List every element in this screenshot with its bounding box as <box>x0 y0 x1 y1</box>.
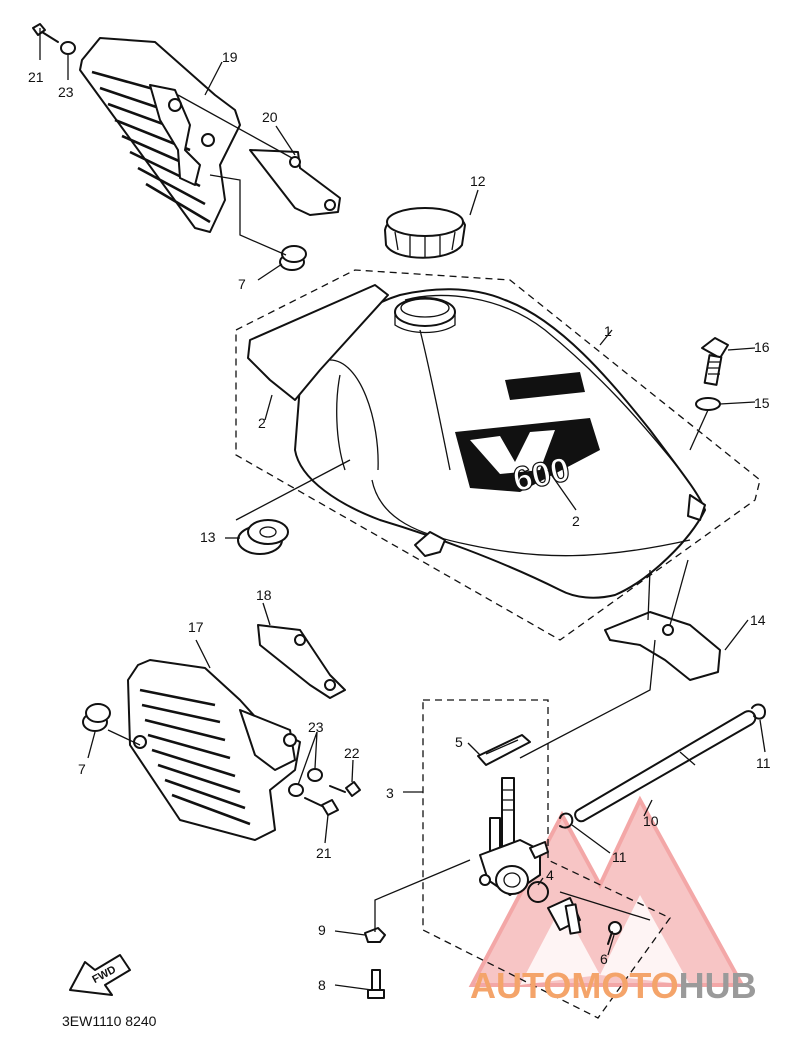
nut-9 <box>364 927 386 943</box>
callout-16: 16 <box>754 339 770 355</box>
callout-2-side: 2 <box>258 415 266 431</box>
bolt-16 <box>701 337 729 386</box>
callout-11-upper: 11 <box>756 755 771 771</box>
washer-upper <box>60 41 76 55</box>
fuel-cap <box>384 207 466 259</box>
callout-21-upper: 21 <box>28 69 44 85</box>
callout-2-emblem: 2 <box>572 513 580 529</box>
watermark-text: AUTOMOTOHUB <box>470 965 757 1006</box>
callout-15: 15 <box>754 395 770 411</box>
callout-10: 10 <box>643 813 659 829</box>
grommet-lower <box>82 703 111 732</box>
callout-7-lower: 7 <box>78 761 86 777</box>
fuel-tank: 600 <box>294 288 706 599</box>
callout-8: 8 <box>318 977 326 993</box>
watermark-text-part2: HUB <box>679 965 757 1006</box>
diagram-code: 3EW1110 8240 <box>62 1013 157 1029</box>
fuel-cock-lever <box>547 897 582 935</box>
callout-12: 12 <box>470 173 486 189</box>
callout-1: 1 <box>604 323 612 339</box>
grommet-13 <box>237 519 289 555</box>
callout-9: 9 <box>318 922 326 938</box>
callout-20: 20 <box>262 109 278 125</box>
bracket-upper <box>249 149 341 216</box>
callout-17: 17 <box>188 619 204 635</box>
screw-6 <box>607 921 622 945</box>
washer-15 <box>695 397 721 411</box>
bolt-lower <box>304 797 339 816</box>
decal-panel <box>247 284 389 401</box>
callout-14: 14 <box>750 612 766 628</box>
callout-5: 5 <box>455 734 463 750</box>
callout-13: 13 <box>200 529 216 545</box>
callout-7-upper: 7 <box>238 276 246 292</box>
fwd-arrow: FWD <box>69 954 131 996</box>
rear-bracket <box>604 611 721 681</box>
bracket-lower <box>257 624 346 699</box>
callout-23-lower: 23 <box>308 719 324 735</box>
callout-21-lower: 21 <box>316 845 332 861</box>
washer-lower-a <box>307 768 323 782</box>
fuel-cock <box>479 777 549 896</box>
side-cover-lower <box>127 659 301 841</box>
bolt-upper <box>32 23 59 43</box>
clip-upper <box>751 703 766 720</box>
callout-18: 18 <box>256 587 272 603</box>
fuel-cock-outline <box>422 699 671 1019</box>
grommet-upper <box>279 245 307 271</box>
clip-lower <box>559 812 574 829</box>
leader-lines <box>39 28 766 991</box>
callout-4: 4 <box>546 867 554 883</box>
watermark-text-part1: AUTOMOTO <box>470 965 679 1006</box>
fuel-hose <box>574 710 757 823</box>
washer-lower-b <box>288 783 304 797</box>
watermark-logo <box>468 795 746 987</box>
callout-6: 6 <box>600 951 608 967</box>
callout-11-lower: 11 <box>612 849 627 865</box>
callout-23-upper: 23 <box>58 84 74 100</box>
gasket-5 <box>477 734 531 766</box>
callout-19: 19 <box>222 49 238 65</box>
bolt-8 <box>367 969 385 999</box>
oring-4 <box>527 881 549 903</box>
callout-3: 3 <box>386 785 394 801</box>
callout-labels: 1 2 2 3 4 5 6 7 7 8 9 10 11 11 12 13 14 … <box>28 49 771 993</box>
tank-assembly-outline <box>235 269 761 641</box>
bolt-22 <box>329 781 361 797</box>
side-cover-upper <box>79 37 241 233</box>
callout-22: 22 <box>344 745 360 761</box>
